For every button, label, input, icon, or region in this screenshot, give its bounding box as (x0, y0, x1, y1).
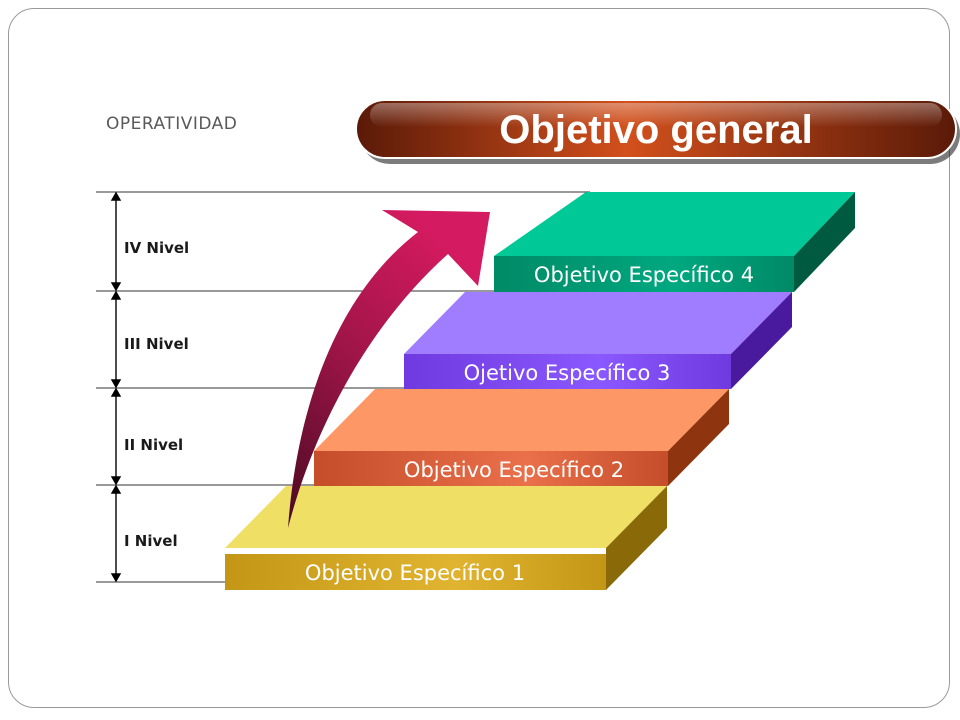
step-1-label: Objetivo Específico 1 (305, 561, 525, 585)
level-label-ii: II Nivel (124, 436, 183, 454)
level-label-i: I Nivel (124, 532, 178, 550)
progress-arrow-icon (288, 210, 490, 528)
step-3-label: Ojetivo Específico 3 (464, 361, 671, 385)
step-2: Objetivo Específico 2 (314, 389, 729, 486)
title-banner: Objetivo general (355, 99, 960, 164)
step-1: Objetivo Específico 1 (225, 486, 667, 590)
level-label-iv: IV Nivel (124, 239, 189, 257)
step-4-label: Objetivo Específico 4 (534, 263, 754, 287)
step-4: Objetivo Específico 4 (494, 192, 855, 292)
level-label-iii: III Nivel (124, 335, 189, 353)
step-2-label: Objetivo Específico 2 (404, 458, 624, 482)
operatividad-label: OPERATIVIDAD (106, 114, 238, 134)
step-3: Ojetivo Específico 3 (404, 292, 792, 389)
level-guides (96, 191, 590, 583)
title-text: Objetivo general (499, 108, 812, 152)
